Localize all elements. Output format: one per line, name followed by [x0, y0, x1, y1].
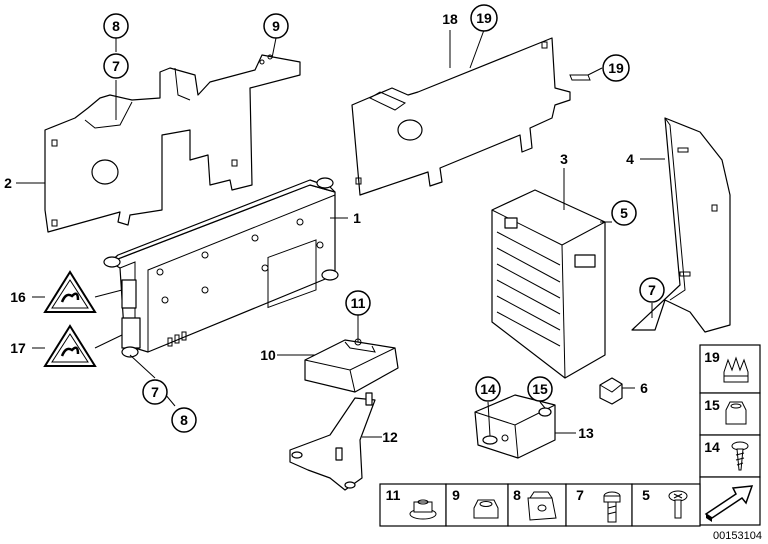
callout-19-a[interactable]: 19 — [470, 4, 498, 32]
serrated-nut-icon — [723, 356, 749, 383]
torx-screw-icon — [668, 490, 688, 519]
svg-text:7: 7 — [151, 384, 159, 400]
callout-7-right[interactable]: 7 — [639, 277, 665, 303]
callout-10[interactable]: 10 — [260, 347, 276, 363]
svg-text:7: 7 — [112, 58, 120, 74]
svg-text:10: 10 — [260, 347, 276, 363]
svg-text:11: 11 — [351, 295, 366, 311]
callout-5[interactable]: 5 — [611, 200, 637, 226]
svg-text:9: 9 — [272, 18, 280, 34]
callout-16[interactable]: 16 — [10, 289, 26, 305]
svg-text:16: 16 — [10, 289, 26, 305]
hex-nut-icon — [473, 499, 499, 519]
callout-15[interactable]: 15 — [527, 376, 553, 402]
legend-bottom-number-3: 7 — [576, 487, 584, 503]
legend-right-number-2: 14 — [704, 439, 720, 455]
hex-nut-icon — [725, 401, 747, 425]
diagram-code: 00153104 — [713, 530, 762, 542]
callout-13[interactable]: 13 — [578, 425, 594, 441]
warning-label-17[interactable] — [43, 324, 97, 367]
bracket-part-18[interactable] — [351, 37, 591, 196]
module-part-3[interactable] — [491, 189, 606, 379]
bracket-part-2[interactable] — [44, 54, 301, 233]
legend-right: 19 15 14 — [699, 344, 761, 526]
svg-text:15: 15 — [532, 381, 548, 397]
callout-17[interactable]: 17 — [10, 340, 26, 356]
callout-2[interactable]: 2 — [4, 175, 12, 191]
svg-text:1: 1 — [353, 210, 361, 226]
callout-3[interactable]: 3 — [560, 151, 568, 167]
callout-9[interactable]: 9 — [263, 13, 289, 39]
svg-text:2: 2 — [4, 175, 12, 191]
svg-text:18: 18 — [442, 11, 458, 27]
callout-14[interactable]: 14 — [475, 376, 501, 402]
legend-bottom-number-4: 5 — [642, 487, 650, 503]
direction-arrow-icon — [704, 485, 754, 522]
svg-text:6: 6 — [640, 380, 648, 396]
svg-text:17: 17 — [10, 340, 26, 356]
svg-text:8: 8 — [180, 412, 188, 428]
svg-text:8: 8 — [112, 18, 120, 34]
callout-12[interactable]: 12 — [382, 429, 398, 445]
svg-text:12: 12 — [382, 429, 398, 445]
legend-bottom-number-0: 11 — [386, 487, 401, 503]
svg-text:3: 3 — [560, 151, 568, 167]
svg-text:14: 14 — [480, 381, 496, 397]
clip-part-6[interactable] — [599, 377, 623, 405]
collar-nut-icon — [409, 499, 437, 520]
callout-6[interactable]: 6 — [640, 380, 648, 396]
svg-text:4: 4 — [626, 151, 634, 167]
leader-lines — [16, 29, 665, 438]
legend-right-number-0: 19 — [704, 349, 720, 365]
callout-8-top[interactable]: 8 — [103, 13, 129, 39]
svg-text:13: 13 — [578, 425, 594, 441]
callout-8-bottom[interactable]: 8 — [171, 407, 197, 433]
legend-bottom-number-1: 9 — [452, 487, 460, 503]
svg-text:7: 7 — [648, 282, 656, 298]
callout-18[interactable]: 18 — [442, 11, 458, 27]
legend-bottom-number-2: 8 — [513, 487, 521, 503]
unit-part-10[interactable] — [304, 338, 399, 393]
clip-nut-icon — [527, 491, 557, 521]
callout-7-bottom[interactable]: 7 — [142, 379, 168, 405]
callout-11[interactable]: 11 — [345, 290, 371, 316]
callout-19-b[interactable]: 19 — [602, 54, 630, 82]
legend-bottom: 11 9 8 7 5 — [379, 483, 701, 527]
panel-part-4[interactable] — [631, 117, 731, 333]
bolt-icon — [603, 491, 621, 523]
legend-right-number-1: 15 — [704, 397, 720, 413]
control-unit-part-1[interactable] — [103, 177, 339, 358]
callout-7-top[interactable]: 7 — [103, 53, 129, 79]
warning-label-16[interactable] — [43, 270, 97, 313]
svg-text:19: 19 — [608, 60, 624, 76]
callout-4[interactable]: 4 — [626, 151, 634, 167]
bracket-part-12[interactable] — [289, 392, 376, 491]
svg-text:19: 19 — [476, 10, 492, 26]
callout-1[interactable]: 1 — [353, 210, 361, 226]
svg-text:5: 5 — [620, 205, 628, 221]
box-part-13[interactable] — [474, 394, 556, 459]
screw-icon — [731, 441, 749, 471]
